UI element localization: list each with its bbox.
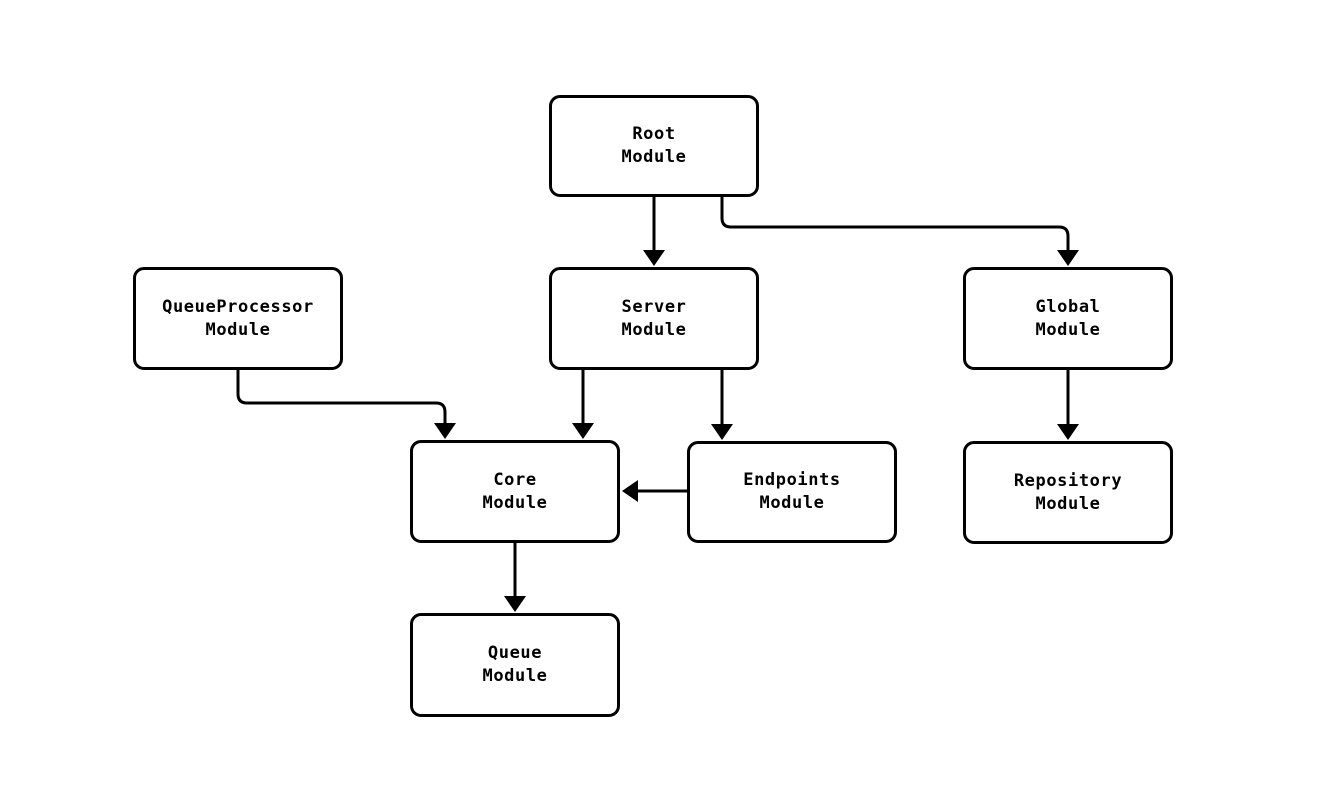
- node-global-subtitle: Module: [1035, 319, 1101, 340]
- node-endpoints-subtitle: Module: [759, 493, 825, 513]
- node-global-title: Global: [1035, 296, 1101, 317]
- node-core-subtitle: Module: [482, 492, 548, 513]
- arrowhead-endpoints-core: [622, 480, 638, 502]
- node-queueprocessor-title: QueueProcessor: [162, 296, 314, 317]
- arrowhead-server-core: [572, 423, 594, 439]
- node-core[interactable]: Core Module: [410, 440, 620, 543]
- node-root-title: Root: [632, 124, 676, 144]
- node-queue-title: Queue: [487, 643, 543, 663]
- arrowhead-queueprocessor-core: [434, 423, 456, 439]
- node-server-title: Server: [621, 296, 687, 317]
- node-queue[interactable]: Queue Module: [410, 613, 620, 717]
- node-repository-subtitle: Module: [1035, 493, 1101, 514]
- node-queueprocessor[interactable]: QueueProcessor Module: [133, 267, 343, 370]
- node-endpoints-title: Endpoints: [743, 470, 841, 490]
- arrowhead-root-server: [643, 250, 665, 266]
- node-core-title: Core: [493, 469, 537, 490]
- node-server-subtitle: Module: [621, 319, 687, 340]
- arrowhead-root-global: [1057, 250, 1079, 266]
- node-repository[interactable]: Repository Module: [963, 441, 1173, 544]
- node-endpoints[interactable]: Endpoints Module: [687, 441, 897, 543]
- edge-root-global: [720, 197, 1070, 258]
- arrowhead-global-repository: [1057, 424, 1079, 440]
- node-global[interactable]: Global Module: [963, 267, 1173, 370]
- arrowhead-core-queue: [504, 596, 526, 612]
- node-repository-title: Repository: [1013, 470, 1123, 491]
- arrowhead-server-endpoints: [711, 424, 733, 440]
- node-queueprocessor-subtitle: Module: [205, 319, 271, 340]
- edge-queueprocessor-core: [236, 370, 447, 431]
- node-root[interactable]: Root Module: [549, 95, 759, 197]
- node-root-subtitle: Module: [621, 147, 687, 167]
- node-queue-subtitle: Module: [482, 666, 548, 686]
- node-server[interactable]: Server Module: [549, 267, 759, 370]
